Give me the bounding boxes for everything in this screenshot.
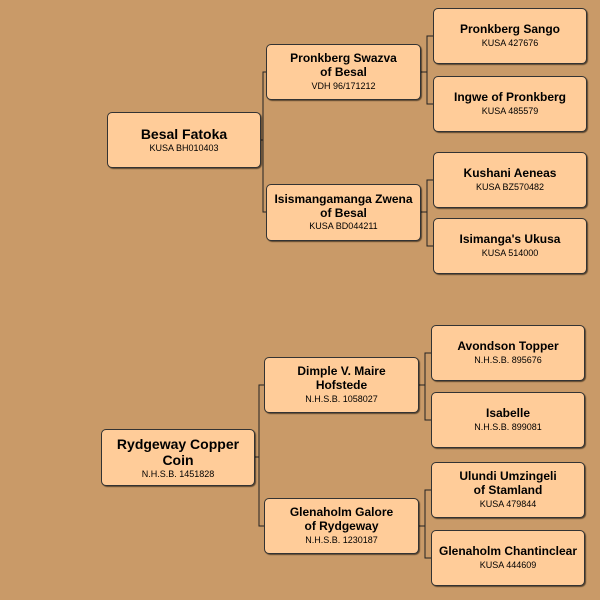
pedigree-node-dam-sire-dam[interactable]: Isabelle N.H.S.B. 899081 xyxy=(431,392,585,448)
pedigree-node-sire-sire[interactable]: Pronkberg Swazva of Besal VDH 96/171212 xyxy=(266,44,421,100)
pedigree-node-dam-dam-dam[interactable]: Glenaholm Chantinclear KUSA 444609 xyxy=(431,530,585,586)
dog-name: Pronkberg Swazva of Besal xyxy=(290,51,397,80)
pedigree-node-dam[interactable]: Rydgeway Copper Coin N.H.S.B. 1451828 xyxy=(101,429,255,486)
registration-number: KUSA BZ570482 xyxy=(475,182,545,192)
registration-number: KUSA 514000 xyxy=(481,248,539,258)
dog-name: Ulundi Umzingeli of Stamland xyxy=(459,469,557,498)
dog-name: Pronkberg Sango xyxy=(459,22,560,37)
dog-name: Besal Fatoka xyxy=(140,126,228,143)
pedigree-node-sire-dam-dam[interactable]: Isimanga's Ukusa KUSA 514000 xyxy=(433,218,587,274)
registration-number: N.H.S.B. 895676 xyxy=(474,355,542,365)
registration-number: KUSA BH010403 xyxy=(149,143,219,154)
pedigree-node-sire-sire-sire[interactable]: Pronkberg Sango KUSA 427676 xyxy=(433,8,587,64)
registration-number: N.H.S.B. 1451828 xyxy=(141,468,215,479)
dog-name: Ingwe of Pronkberg xyxy=(453,90,566,105)
pedigree-node-sire-sire-dam[interactable]: Ingwe of Pronkberg KUSA 485579 xyxy=(433,76,587,132)
dog-name: Glenaholm Chantinclear xyxy=(438,544,578,559)
registration-number: KUSA 427676 xyxy=(481,38,539,48)
registration-number: KUSA 485579 xyxy=(481,106,539,116)
pedigree-node-sire-dam-sire[interactable]: Kushani Aeneas KUSA BZ570482 xyxy=(433,152,587,208)
registration-number: N.H.S.B. 1058027 xyxy=(305,393,378,404)
pedigree-node-sire[interactable]: Besal Fatoka KUSA BH010403 xyxy=(107,112,261,168)
dog-name: Glenaholm Galore of Rydgeway xyxy=(289,505,394,534)
registration-number: VDH 96/171212 xyxy=(311,80,376,91)
dog-name: Isismangamanga Zwena of Besal xyxy=(274,191,413,220)
dog-name: Rydgeway Copper Coin xyxy=(116,435,240,468)
registration-number: KUSA 444609 xyxy=(479,560,537,570)
pedigree-node-dam-sire-sire[interactable]: Avondson Topper N.H.S.B. 895676 xyxy=(431,325,585,381)
dog-name: Kushani Aeneas xyxy=(463,166,557,181)
dog-name: Isabelle xyxy=(485,406,531,421)
dog-name: Dimple V. Maire Hofstede xyxy=(297,364,386,393)
registration-number: N.H.S.B. 1230187 xyxy=(305,534,378,545)
pedigree-node-dam-dam-sire[interactable]: Ulundi Umzingeli of Stamland KUSA 479844 xyxy=(431,462,585,518)
registration-number: KUSA BD044211 xyxy=(309,221,378,232)
dog-name: Isimanga's Ukusa xyxy=(459,232,561,247)
pedigree-node-dam-sire[interactable]: Dimple V. Maire Hofstede N.H.S.B. 105802… xyxy=(264,357,419,413)
dog-name: Avondson Topper xyxy=(457,339,559,354)
registration-number: N.H.S.B. 899081 xyxy=(474,422,542,432)
registration-number: KUSA 479844 xyxy=(479,498,537,509)
pedigree-node-sire-dam[interactable]: Isismangamanga Zwena of Besal KUSA BD044… xyxy=(266,184,421,241)
pedigree-node-dam-dam[interactable]: Glenaholm Galore of Rydgeway N.H.S.B. 12… xyxy=(264,498,419,554)
